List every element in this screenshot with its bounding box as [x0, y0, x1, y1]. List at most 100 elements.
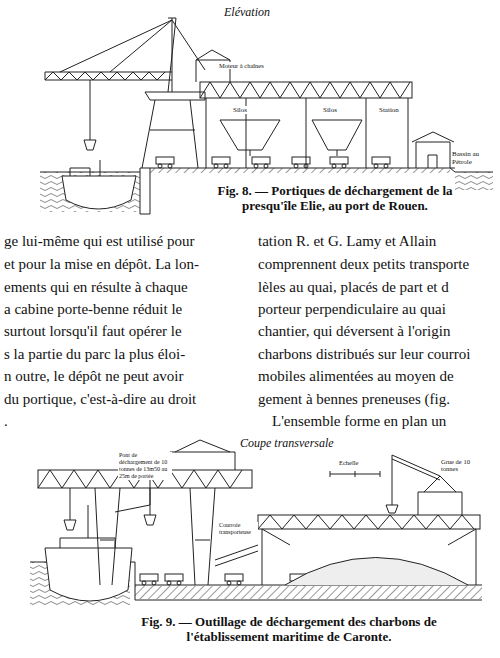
drawing-stroke	[330, 157, 348, 164]
drawing-stroke	[372, 157, 390, 164]
body-line: charbons distribués sur leur courroi	[258, 346, 470, 363]
drawing-stroke	[45, 72, 165, 80]
body-line: ements qui en résulte à chaque	[4, 279, 188, 296]
drawing-stroke	[384, 164, 388, 168]
body-line: et pour la mise en dépôt. La lon-	[4, 256, 199, 273]
figure-caption: Fig. 9. — Outillage de déchargement des …	[108, 615, 470, 645]
drawing-stroke	[225, 574, 243, 581]
view-title: Elévation	[224, 6, 270, 20]
drawing-stroke	[450, 168, 493, 172]
part-label: Pont de déchargement de 10 tonnes de 13m…	[118, 452, 172, 480]
drawing-stroke	[264, 164, 268, 168]
crane-jib-truss	[45, 72, 165, 80]
drawing-stroke	[200, 82, 410, 98]
wagons	[140, 574, 308, 585]
body-line: porteur perpendiculaire au quai	[258, 301, 446, 318]
drawing-stroke	[150, 168, 450, 173]
drawing-stroke	[142, 92, 205, 168]
part-label: Bassin au Pétrole	[451, 150, 497, 166]
drawing-stroke	[158, 164, 162, 168]
drawing-stroke	[386, 455, 440, 513]
part-label: Silos	[322, 106, 338, 114]
part-label: Courroie transporteuse	[218, 522, 258, 536]
drawing-stroke	[258, 515, 474, 529]
drawing-stroke	[156, 157, 174, 164]
drawing-stroke	[220, 120, 362, 150]
drawing-stroke	[45, 72, 172, 80]
drawing-stroke	[140, 574, 158, 581]
figure-caption: Fig. 8. — Portiques de déchargement de l…	[200, 184, 470, 214]
drawing-stroke	[304, 164, 308, 168]
drawing-stroke	[224, 164, 228, 168]
body-line: L'ensemble forme en plan un	[272, 413, 446, 430]
drawing-stroke	[115, 480, 150, 512]
view-title: Coupe transversale	[240, 437, 334, 451]
part-label: Station	[378, 106, 400, 114]
drawing-stroke	[135, 586, 482, 599]
body-line: du portique, c'est-à-dire au droit	[4, 391, 196, 408]
part-label: Grue de 10 tonnes	[440, 458, 486, 473]
drawing-stroke	[60, 20, 205, 72]
drawing-stroke	[330, 471, 380, 477]
part-label: Silos	[232, 106, 248, 114]
drawing-stroke	[167, 581, 171, 585]
drawing-stroke	[342, 164, 346, 168]
drawing-stroke	[258, 515, 480, 529]
drawing-stroke	[142, 581, 146, 585]
drawing-stroke	[40, 172, 140, 212]
drawing-stroke	[254, 164, 258, 168]
body-line: s la partie du parc la plus éloi-	[4, 346, 185, 363]
body-line: lèles au quai, placés de part et d	[258, 279, 449, 296]
body-line: chantier, qui déversent à l'origin	[258, 323, 450, 340]
park-truss	[258, 515, 474, 529]
drawing-stroke	[60, 505, 115, 548]
drawing-stroke	[64, 488, 156, 530]
drawing-stroke	[237, 581, 241, 585]
fig8-drawing	[40, 18, 493, 214]
body-line: mobiles alimentées au moyen de	[258, 368, 454, 385]
drawing-stroke	[200, 82, 412, 98]
drawing-stroke	[212, 157, 230, 164]
drawing-stroke	[455, 172, 493, 190]
drawing-stroke	[165, 574, 183, 581]
drawing-stroke	[285, 558, 468, 586]
drawing-stroke	[190, 488, 215, 585]
drawing-stroke	[45, 548, 132, 601]
body-line: gement à bennes preneuses (fig.	[258, 391, 450, 408]
drawing-stroke	[250, 150, 337, 156]
drawing-stroke	[62, 176, 136, 209]
drawing-stroke	[252, 157, 270, 164]
drawing-stroke	[206, 98, 408, 168]
drawing-stroke	[152, 581, 156, 585]
drawing-stroke	[70, 160, 100, 176]
body-line: a cabine porte-benne réduit le	[4, 301, 182, 318]
drawing-stroke	[170, 440, 235, 470]
body-line: surtout lorsqu'il faut opérer le	[4, 323, 182, 340]
part-label: Echelle	[338, 459, 360, 466]
wagons	[156, 157, 390, 168]
drawing-stroke	[95, 488, 120, 585]
bridge-truss	[200, 82, 410, 98]
body-line: ge lui-même qui est utilisé pour	[4, 233, 194, 250]
drawing-stroke	[215, 545, 258, 566]
drawing-stroke	[412, 132, 454, 168]
body-line: .	[4, 413, 8, 430]
drawing-stroke	[332, 164, 336, 168]
part-label: Moteur à chaînes	[218, 62, 265, 69]
drawing-stroke	[227, 581, 231, 585]
body-line: tation R. et G. Lamy et Allain	[258, 233, 436, 250]
drawing-stroke	[374, 164, 378, 168]
drawing-stroke	[294, 164, 298, 168]
body-line: comprennent deux petits transporte	[258, 256, 469, 273]
drawing-stroke	[292, 157, 310, 164]
drawing-stroke	[418, 476, 462, 515]
drawing-stroke	[214, 164, 218, 168]
drawing-stroke	[177, 581, 181, 585]
drawing-stroke	[84, 80, 96, 150]
body-line: n outre, le dépôt ne peut avoir	[4, 368, 184, 385]
drawing-stroke	[262, 529, 476, 585]
drawing-stroke	[168, 18, 176, 92]
fig9-drawing	[30, 440, 482, 607]
